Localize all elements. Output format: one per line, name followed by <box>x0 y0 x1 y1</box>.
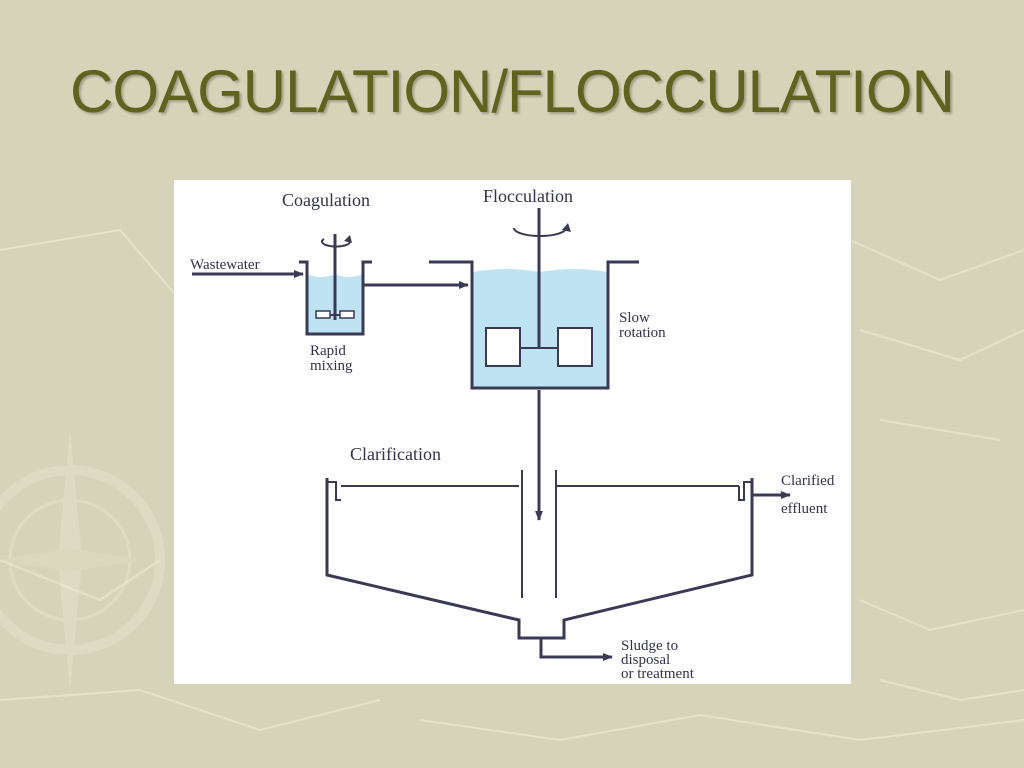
label-rapid: Rapid <box>310 343 346 359</box>
label-effluent: effluent <box>781 501 828 517</box>
rapid-mixer-blade-right <box>339 310 355 319</box>
sludge-outlet-arrow <box>539 638 613 661</box>
flocculation-tank <box>429 208 639 390</box>
label-coagulation: Coagulation <box>282 190 370 210</box>
slide-title: COAGULATION/FLOCCULATION <box>70 58 955 125</box>
label-flocculation: Flocculation <box>483 186 573 206</box>
label-clarification: Clarification <box>350 444 441 464</box>
process-diagram: Coagulation Flocculation Wastewater Rapi… <box>174 180 851 684</box>
label-wastewater: Wastewater <box>190 257 260 273</box>
label-sludge-to: Sludge to <box>621 638 678 654</box>
paddle-right <box>557 327 593 367</box>
paddle-left <box>485 327 521 367</box>
label-clarified: Clarified <box>781 473 835 489</box>
label-or-treatment: or treatment <box>621 666 695 682</box>
rapid-mixer-blade-left <box>315 310 331 319</box>
label-slow: Slow <box>619 310 650 326</box>
coagulation-tank <box>299 234 372 336</box>
compass-decoration-icon <box>0 430 165 690</box>
label-rotation: rotation <box>619 325 666 341</box>
label-mixing: mixing <box>310 358 353 374</box>
label-disposal: disposal <box>621 652 670 668</box>
slow-rotation-arrow-icon <box>513 227 567 237</box>
